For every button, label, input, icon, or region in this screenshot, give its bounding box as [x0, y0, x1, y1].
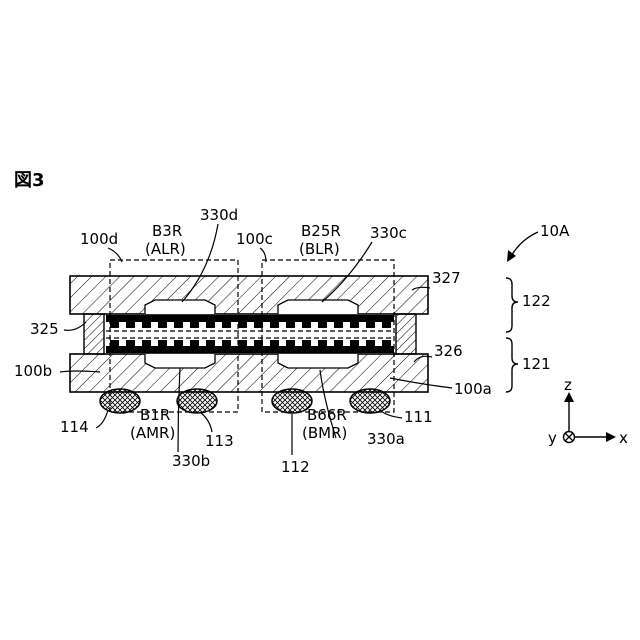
upper-bumps — [110, 322, 391, 328]
label-b66r: B66R — [307, 406, 347, 424]
lower-substrate — [70, 354, 428, 392]
label-bmr: (BMR) — [302, 424, 347, 442]
label-114: 114 — [60, 418, 89, 436]
axis-y-label: y — [548, 429, 557, 447]
solder-ball-112 — [272, 389, 312, 413]
label-alr: (ALR) — [145, 240, 186, 258]
label-blr: (BLR) — [299, 240, 340, 258]
solder-ball-114 — [100, 389, 140, 413]
label-330b: 330b — [172, 452, 210, 470]
label-b1r: B1R — [140, 406, 170, 424]
label-amr: (AMR) — [130, 424, 175, 442]
brace-121 — [506, 338, 518, 392]
label-121: 121 — [522, 355, 551, 373]
label-330a: 330a — [367, 430, 405, 448]
label-100c: 100c — [236, 230, 273, 248]
wiring-330c — [278, 300, 358, 314]
label-111: 111 — [404, 408, 433, 426]
spacer-left — [84, 314, 104, 354]
assembly-arrow — [510, 232, 538, 258]
axis-x-label: x — [619, 429, 628, 447]
lower-bumps — [110, 340, 391, 346]
label-122: 122 — [522, 292, 551, 310]
axis-indicator — [564, 392, 617, 443]
label-113: 113 — [205, 432, 234, 450]
label-100b: 100b — [14, 362, 52, 380]
label-330d: 330d — [200, 206, 238, 224]
brace-122 — [506, 278, 518, 332]
lower-conductor — [106, 346, 394, 353]
upper-substrate — [70, 276, 428, 314]
label-325: 325 — [30, 320, 59, 338]
label-326: 326 — [434, 342, 463, 360]
figure-label: 図3 — [14, 170, 45, 191]
wiring-330a — [278, 354, 358, 368]
upper-conductor — [106, 315, 394, 322]
axis-z-label: z — [564, 376, 572, 394]
label-100d: 100d — [80, 230, 118, 248]
solder-ball-113 — [177, 389, 217, 413]
assembly-label: 10A — [540, 222, 570, 240]
leader-lines — [60, 224, 452, 455]
wiring-330d — [145, 300, 215, 314]
wiring-330b — [145, 354, 215, 368]
label-330c: 330c — [370, 224, 407, 242]
label-112: 112 — [281, 458, 310, 476]
label-327: 327 — [432, 269, 461, 287]
spacer-right — [396, 314, 416, 354]
solder-ball-111 — [350, 389, 390, 413]
label-100a: 100a — [454, 380, 492, 398]
label-b25r: B25R — [301, 222, 341, 240]
label-b3r: B3R — [152, 222, 182, 240]
